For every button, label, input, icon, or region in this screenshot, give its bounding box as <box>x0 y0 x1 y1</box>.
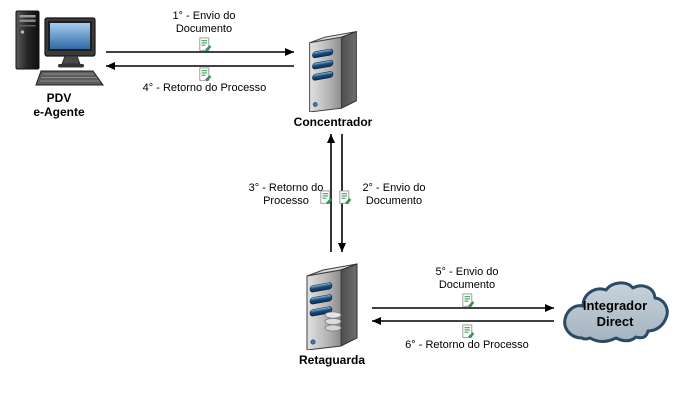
server-icon <box>306 263 358 350</box>
node-concentrador-label: Concentrador <box>293 115 373 129</box>
node-integrador-label: Integrador Direct <box>582 298 648 329</box>
step1-group: 1° - Envio do Documento <box>145 10 263 52</box>
step5-label: 5° - Envio do Documento <box>435 266 499 291</box>
node-pdv-label: PDV e-Agente <box>33 91 85 120</box>
node-retaguarda: Retaguarda <box>272 258 392 367</box>
document-icon <box>197 37 212 52</box>
step4-group: 4° - Retorno do Processo <box>132 67 277 95</box>
desktop-computer-icon <box>15 10 104 86</box>
step3-icon-wrap <box>318 190 333 205</box>
step1-label: 1° - Envio do Documento <box>172 10 236 35</box>
document-icon <box>460 324 475 339</box>
step4-label: 4° - Retorno do Processo <box>142 82 267 94</box>
server-icon <box>309 31 357 112</box>
step5-group: 5° - Envio do Documento <box>404 266 530 308</box>
step6-group: 6° - Retorno do Processo <box>392 324 542 352</box>
step3-label: 3° - Retorno do Processo <box>248 182 324 207</box>
document-icon <box>197 67 212 82</box>
node-integrador: Integrador Direct <box>558 274 672 354</box>
disk-stack-icon <box>324 311 342 332</box>
node-retaguarda-label: Retaguarda <box>298 353 366 367</box>
node-concentrador: Concentrador <box>278 26 388 129</box>
step2-icon-wrap <box>337 190 352 205</box>
node-pdv: PDV e-Agente <box>10 8 108 120</box>
cloud-icon <box>563 281 669 343</box>
document-icon <box>460 293 475 308</box>
document-icon <box>337 190 352 205</box>
step2-label: 2° - Envio do Documento <box>362 182 426 207</box>
step6-label: 6° - Retorno do Processo <box>405 339 529 351</box>
document-icon <box>318 190 333 205</box>
